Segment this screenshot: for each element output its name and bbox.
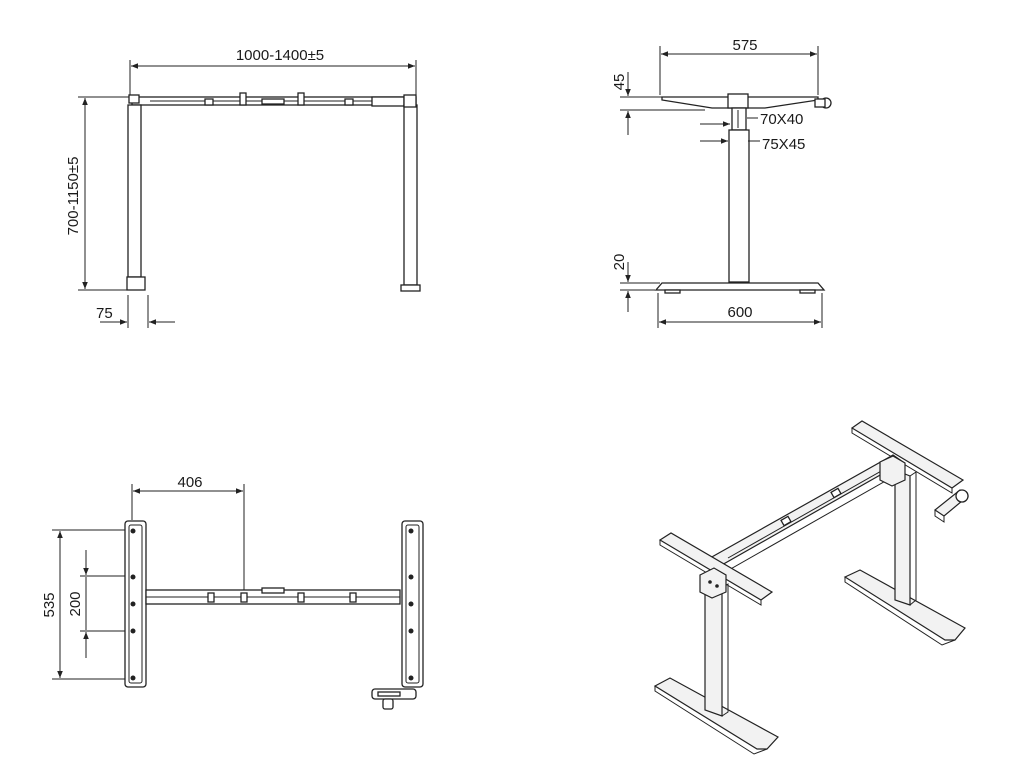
front-right-leg [403, 104, 418, 286]
side-upper-column [731, 107, 747, 131]
iso-back-column [894, 469, 911, 606]
top-depth-label: 535 [41, 592, 58, 617]
side-lower-column-label: 75X45 [762, 136, 805, 153]
front-width-label: 1000-1400±5 [236, 47, 324, 64]
iso-crank-handle [933, 489, 969, 523]
iso-crossbeam [708, 454, 905, 567]
front-height-label: 700-1150±5 [65, 157, 82, 236]
top-hole-spacing-label: 200 [67, 591, 84, 616]
front-view: 1000-1400±5 700-1150±5 75 [65, 47, 421, 328]
front-foot-label: 75 [96, 305, 113, 322]
iso-back-top-arm [850, 420, 965, 489]
front-left-foot [126, 276, 146, 291]
iso-front-column [704, 579, 723, 717]
side-lower-column [728, 129, 750, 283]
front-left-leg [127, 104, 142, 278]
side-foot-thickness-label: 20 [611, 254, 628, 271]
iso-back-foot [843, 569, 966, 641]
iso-front-top-arm [658, 532, 774, 601]
top-crank-handle [371, 688, 417, 710]
side-upper-column-label: 70X40 [760, 111, 803, 128]
side-view: 575 45 70X40 75X45 20 [611, 37, 832, 328]
top-view: 406 535 200 [41, 474, 424, 710]
front-right-foot [400, 284, 421, 292]
side-top-thickness-label: 45 [611, 74, 628, 91]
top-offset-label: 406 [177, 474, 202, 491]
side-top-depth-label: 575 [732, 37, 757, 54]
side-foot [654, 282, 826, 291]
isometric-view [653, 420, 969, 755]
side-foot-length-label: 600 [727, 304, 752, 321]
